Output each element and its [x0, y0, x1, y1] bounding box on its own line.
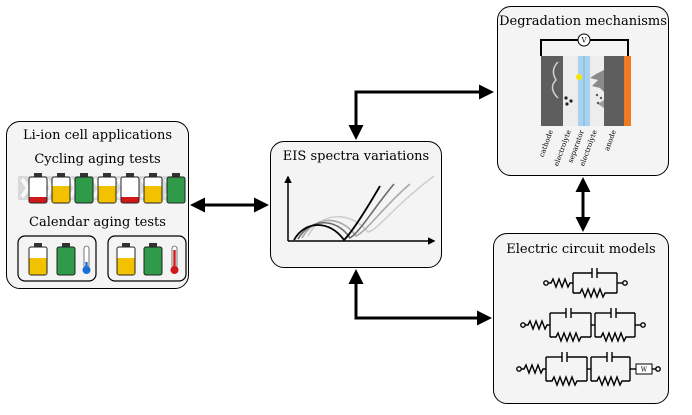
degradation-cell — [534, 33, 632, 126]
calendar-battery-4 — [143, 243, 163, 276]
cycling-battery-7 — [166, 173, 186, 204]
voltmeter-label: V — [580, 37, 587, 45]
layer-label-cathode: cathode — [538, 129, 555, 158]
thermometer-cold-icon — [82, 245, 91, 274]
calendar-battery-1 — [28, 243, 48, 276]
warburg-label: W — [641, 367, 648, 374]
eis-plot — [284, 175, 436, 245]
calendar-battery-2 — [56, 243, 76, 276]
cycling-battery-5 — [120, 173, 140, 204]
layer-label-anode: anode — [603, 129, 618, 152]
circuit-model-2 — [520, 308, 646, 343]
eis-curve-2 — [297, 183, 395, 240]
eis-curve-1 — [293, 185, 381, 242]
cycling-aging-title: Cycling aging tests — [34, 152, 161, 167]
connector-arrows — [190, 84, 591, 326]
electric-circuit-models-title: Electric circuit models — [506, 242, 656, 257]
lithium-dendrite — [590, 70, 604, 92]
arrow-center-degradation — [348, 84, 494, 140]
anode-layer — [604, 56, 624, 126]
calendar-battery-3 — [116, 243, 136, 276]
eis-spectra-box: EIS spectra variations — [270, 141, 442, 268]
thermometer-hot-icon — [170, 245, 179, 274]
eis-spectra-title: EIS spectra variations — [282, 149, 430, 164]
cycling-battery-6 — [143, 173, 163, 204]
cycling-battery-2 — [51, 173, 71, 204]
degradation-mechanisms-title: Degradation mechanisms — [499, 14, 667, 29]
cycling-battery-1 — [28, 173, 48, 204]
circuit-model-1 — [543, 268, 628, 299]
electric-circuit-models-box: Electric circuit models — [493, 233, 669, 404]
cycling-battery-3 — [74, 173, 94, 204]
li-ion-applications-title: Li-ion cell applications — [22, 128, 173, 143]
anode-current-collector — [624, 56, 631, 126]
electrolyte-left-layer — [563, 56, 578, 126]
arrow-center-circuits — [348, 269, 492, 326]
circuit-model-3 — [516, 352, 661, 387]
cathode-layer — [541, 56, 563, 126]
calendar-aging-title: Calendar aging tests — [29, 215, 166, 230]
voltmeter-icon — [577, 33, 591, 47]
electrolyte-right-layer — [590, 56, 604, 126]
cycling-battery-4 — [97, 173, 117, 204]
